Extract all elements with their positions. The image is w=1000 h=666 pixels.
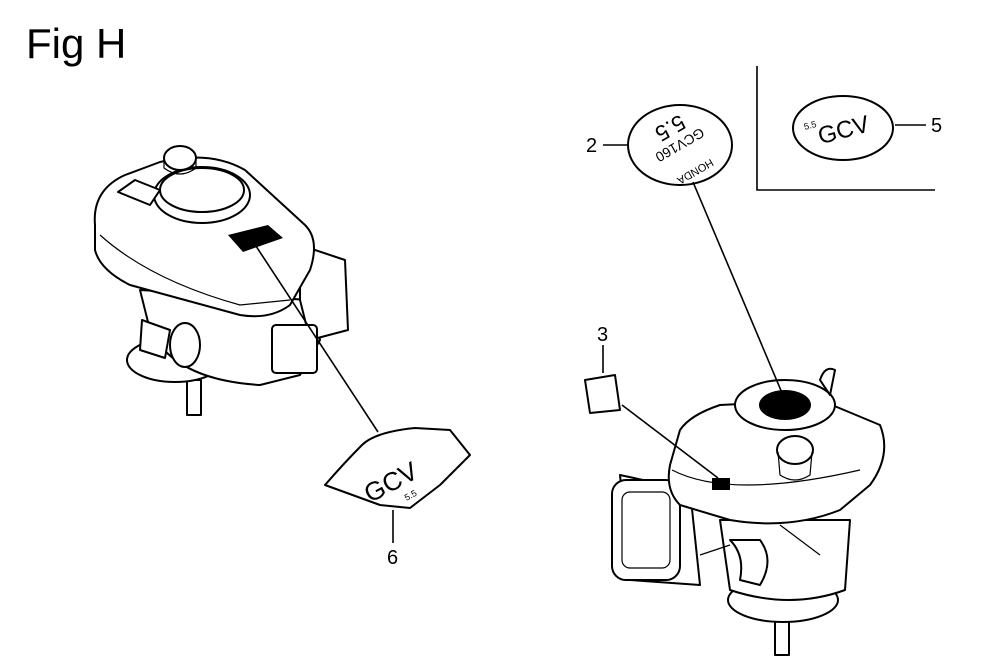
inset-frame [756,66,935,191]
figure-title: Fig H [26,20,127,67]
decal-part-5: GCV 5.5 [792,95,894,161]
decal-part-2: HONDA GCV160 5.5 [627,104,733,186]
left-engine [93,145,349,416]
callout-2: 2 [586,135,597,157]
right-engine [611,367,886,656]
callout-5: 5 [931,115,942,137]
decal-part-6: GCV 5.5 [324,427,471,509]
callout-6: 6 [387,547,398,569]
callout-3: 3 [597,324,608,346]
label-part-3 [584,374,621,414]
decal-5-size: 5.5 [803,119,818,132]
